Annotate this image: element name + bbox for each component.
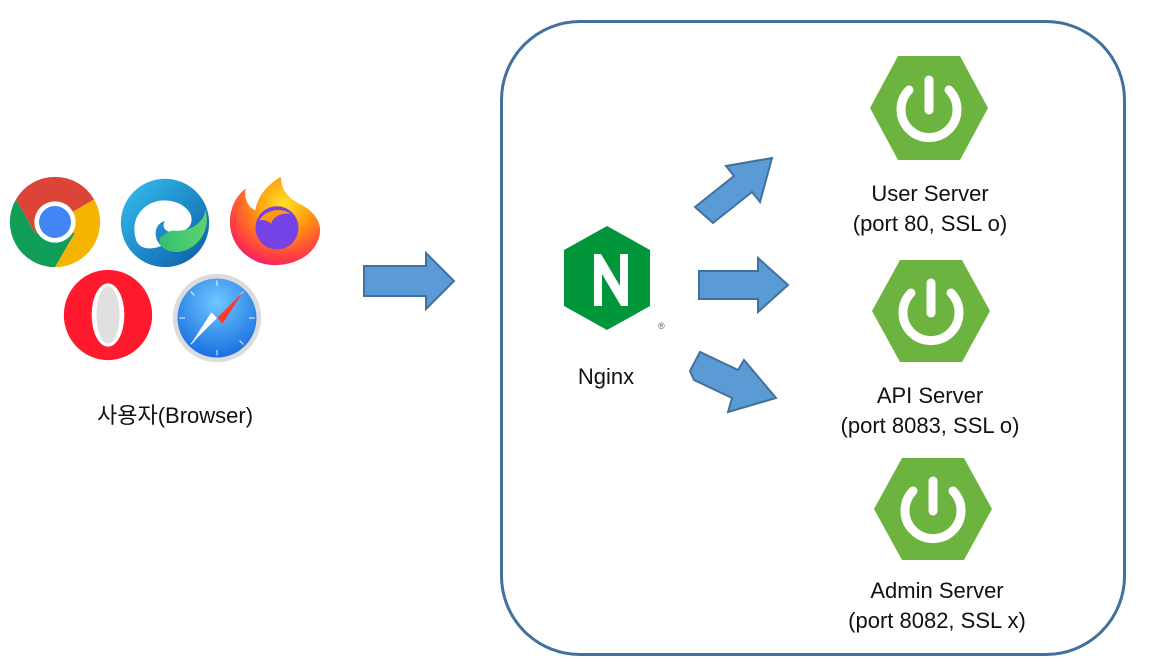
server-group-container bbox=[500, 20, 1126, 656]
safari-icon bbox=[172, 273, 262, 363]
arrow-to-admin-server-icon bbox=[688, 350, 778, 414]
spring-icon-api-server bbox=[872, 260, 990, 362]
user-label: 사용자(Browser) bbox=[96, 403, 254, 428]
firefox-icon bbox=[229, 176, 321, 266]
spring-icon-user-server bbox=[870, 56, 988, 160]
arrow-to-user-server-icon bbox=[693, 156, 774, 225]
chrome-icon bbox=[9, 176, 101, 268]
opera-icon bbox=[63, 269, 153, 361]
arrow-to-api-server-icon bbox=[698, 255, 790, 315]
registered-mark: ® bbox=[658, 321, 665, 331]
user-server-name: User Server bbox=[871, 181, 989, 206]
nginx-logo-icon: ® bbox=[564, 226, 665, 331]
api-server-detail: (port 8083, SSL o) bbox=[840, 413, 1020, 438]
browser-icons bbox=[0, 165, 330, 365]
edge-icon bbox=[120, 178, 210, 268]
user-server-detail: (port 80, SSL o) bbox=[852, 211, 1008, 236]
nginx-label: Nginx bbox=[577, 364, 635, 389]
spring-icon-admin-server bbox=[874, 458, 992, 560]
api-server-name: API Server bbox=[876, 383, 984, 408]
admin-server-name: Admin Server bbox=[870, 578, 1004, 603]
admin-server-detail: (port 8082, SSL x) bbox=[848, 608, 1026, 633]
arrow-right-icon bbox=[363, 250, 456, 312]
